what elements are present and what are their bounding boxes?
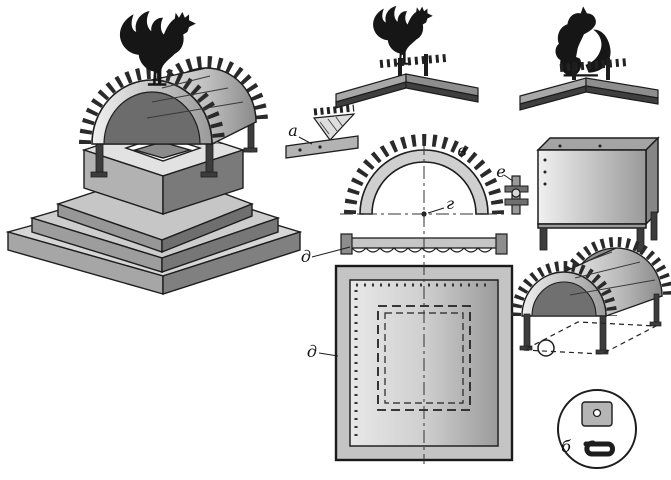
label-v: в <box>457 141 466 160</box>
rooster-ornament-variant <box>335 5 479 109</box>
axis-lines <box>340 142 508 464</box>
label-d2: д <box>307 342 317 361</box>
apron-bar <box>311 233 508 258</box>
label-e: е <box>496 162 505 181</box>
clamp-bolt <box>511 188 521 198</box>
ridge-strip <box>519 77 659 111</box>
hood-teeth-front <box>511 261 617 317</box>
rooster-silhouette <box>373 5 433 65</box>
label-d1: д <box>301 247 311 266</box>
leader-a <box>298 136 313 145</box>
detail-clip <box>583 440 615 457</box>
clamp-part-e <box>503 174 529 215</box>
bracket-part-a <box>285 104 359 159</box>
hood-legs <box>90 117 258 178</box>
hood-3d-view <box>511 237 671 357</box>
label-b: б <box>561 437 571 456</box>
label-a: а <box>288 121 298 140</box>
apron-scalloped-edge <box>351 247 493 253</box>
detail-plate-hole <box>592 408 602 418</box>
ridge-strip <box>335 73 479 109</box>
ridge-teeth <box>559 58 629 72</box>
leader-d1 <box>311 246 351 258</box>
detail-circle-b <box>557 389 637 469</box>
detail-callout-ring <box>537 339 555 357</box>
ridge-posts <box>398 54 428 76</box>
assembled-chimney-cap <box>5 11 303 295</box>
squirrel-ornament-variant <box>519 6 659 111</box>
leader-d2 <box>318 352 339 357</box>
base-plan-view <box>318 264 514 462</box>
arched-hood <box>79 56 268 146</box>
toothed-arch-part <box>311 134 508 258</box>
leader-g <box>427 207 445 214</box>
hood-legs <box>519 293 662 355</box>
label-g: г <box>446 194 454 213</box>
bracket-teeth <box>313 104 355 116</box>
leader-e <box>503 174 514 182</box>
arch-teeth <box>344 134 504 215</box>
hood-base-dashed <box>521 321 659 355</box>
ridge-posts <box>572 58 610 80</box>
ridge-teeth <box>379 54 447 68</box>
side-box-part <box>536 136 660 253</box>
